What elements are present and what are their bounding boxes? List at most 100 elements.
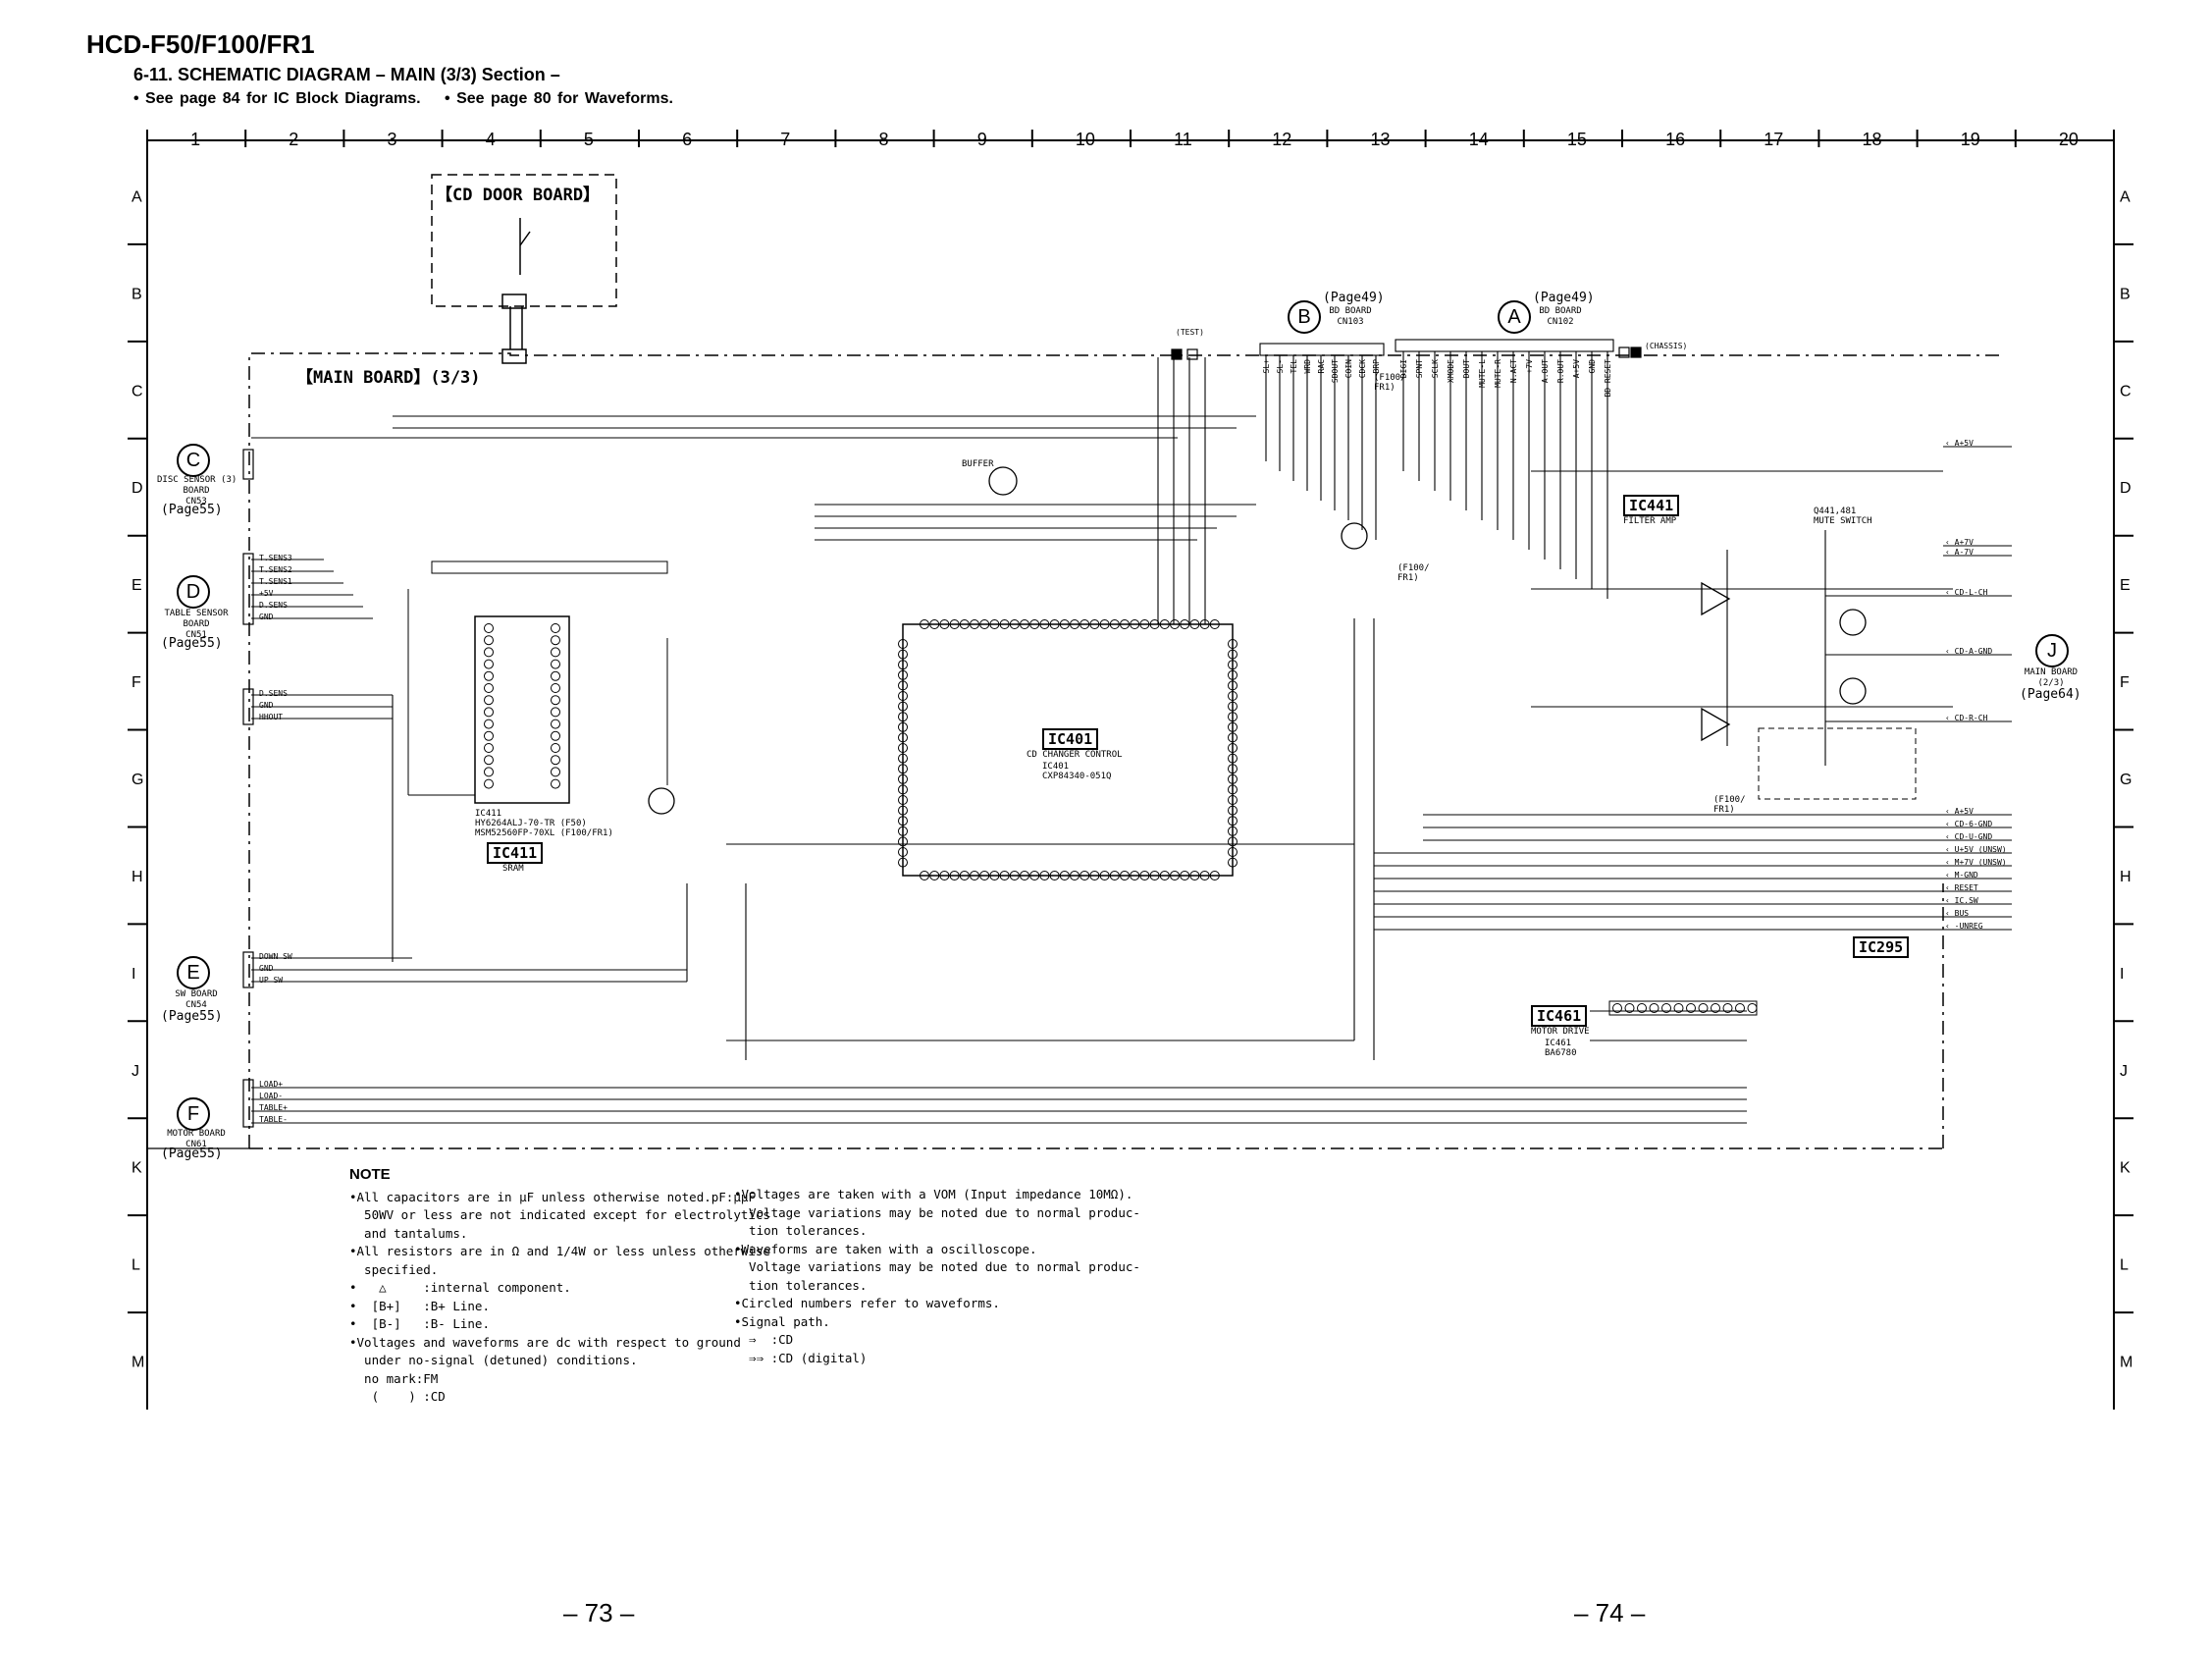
ic401-pin [898,857,908,868]
ic401-pin [1180,871,1190,880]
column-label: 17 [1764,130,1783,149]
ic401-pin [898,773,908,784]
buffer-label: BUFFER [962,459,994,469]
model-title: HCD-F50/F100/FR1 [86,29,315,59]
row-label-right: H [2120,869,2132,885]
note-line: •Signal path. [734,1313,830,1329]
ic401-pin [1228,836,1238,847]
right-signal: ‹ CD-A-GND [1945,647,1993,656]
row-ticks [128,242,2133,1314]
connector-c-circle: C [177,444,210,477]
a-pin-label: MUTE-L [1478,359,1487,388]
ic401-pin [1070,619,1080,629]
d-sensor-signal: D.SENS [259,601,288,610]
column-label: 6 [682,130,692,149]
ic401-pin [1159,871,1170,880]
row-label-left: I [132,966,135,983]
row-label-right: J [2120,1063,2128,1080]
ic401-pin [1159,619,1170,629]
ic461-label: IC461 [1531,1005,1588,1027]
row-label-left: L [132,1257,140,1274]
note-line: tion tolerances. [734,1277,868,1293]
row-label-left: B [132,286,142,302]
column-label: 18 [1863,130,1882,149]
main-board-label: 【MAIN BOARD】(3/3) [296,363,481,388]
ic401-pin [898,805,908,816]
ic411-desc: SRAM [502,864,524,874]
ic461-pin [1661,1003,1671,1013]
ic461-pin [1722,1003,1733,1013]
f-signal: LOAD- [259,1092,284,1100]
a-pin-label: N.ACT [1509,359,1518,384]
column-label: 16 [1665,130,1685,149]
note-line: ⇒ :CD [734,1332,794,1347]
ic401-pin [898,764,908,774]
ic411-pin [551,635,560,646]
ic401-pin [989,619,1000,629]
ic411-body [474,615,570,804]
ic411-pin [551,707,560,718]
a-pin-label: GND [1588,359,1597,374]
test-label: (TEST) [1176,328,1204,337]
column-label: 15 [1567,130,1587,149]
a-pin-label: SCLK [1431,359,1440,379]
ic401-pin [1228,816,1238,826]
ic411-pin [484,647,494,658]
b-pin-label: RAC [1317,359,1326,374]
ic401-pin [999,619,1010,629]
right-signal: ‹ M-GND [1945,871,1978,880]
column-label: 20 [2059,130,2079,149]
f-signal: LOAD+ [259,1080,284,1089]
connector-f-circle: F [177,1097,210,1131]
ic401-pin [898,784,908,795]
ic461-pins [1612,1003,1758,1013]
mute-switch-label: Q441,481 MUTE SWITCH [1814,507,1872,526]
connector-e-board: SW BOARD CN54 [175,989,218,1010]
ic441-opamps [1701,581,1731,742]
b-pin-label: BRP [1372,359,1381,374]
ic401-pin [1139,871,1150,880]
a-pin-label: DIGI [1399,359,1408,379]
e-signal: GND [259,964,274,973]
ic401-pin [1228,764,1238,774]
connector-a-page: (Page49) [1533,291,1595,305]
cd-door-switch [501,218,531,364]
ic401-pin [1170,619,1180,629]
ic411-pin [484,767,494,777]
ic401-pin [949,871,960,880]
ic401-pin [898,660,908,670]
b-pin-label: CDCK [1358,359,1367,379]
ic295-frame [1758,727,1917,800]
notes-title: NOTE [349,1166,391,1183]
ic401-pin [920,871,929,880]
ic401-right-pins [1228,639,1238,868]
ic401-pin [1049,619,1060,629]
ic441-label: IC441 [1623,495,1680,516]
b-pin-label: WRD [1303,359,1312,374]
ic401-pin [929,871,940,880]
ic411-pin [551,767,560,777]
ic401-pin [1139,619,1150,629]
ic401-part: IC401 CXP84340-051Q [1042,762,1112,781]
column-label: 14 [1469,130,1489,149]
ic401-pin [1228,847,1238,857]
column-label: 7 [780,130,790,149]
ic401-pin [898,836,908,847]
ic461-pin [1735,1003,1745,1013]
note-line: ( ) :CD [349,1389,446,1404]
connector-d-page: (Page55) [161,636,223,651]
note-line: no mark:FM [349,1370,439,1386]
ic411-pin [484,707,494,718]
left-connector-headers [242,449,254,1128]
row-label-right: L [2120,1257,2129,1274]
column-label: 3 [388,130,397,149]
ic401-pin [1149,619,1160,629]
ic401-pin [1099,619,1110,629]
ic401-pin [1080,619,1090,629]
ic411-pin [484,670,494,681]
column-label: 10 [1076,130,1095,149]
right-signal: ‹ RESET [1945,883,1978,892]
note-line: and tantalums. [349,1225,468,1241]
ic461-frame [1608,1000,1758,1016]
